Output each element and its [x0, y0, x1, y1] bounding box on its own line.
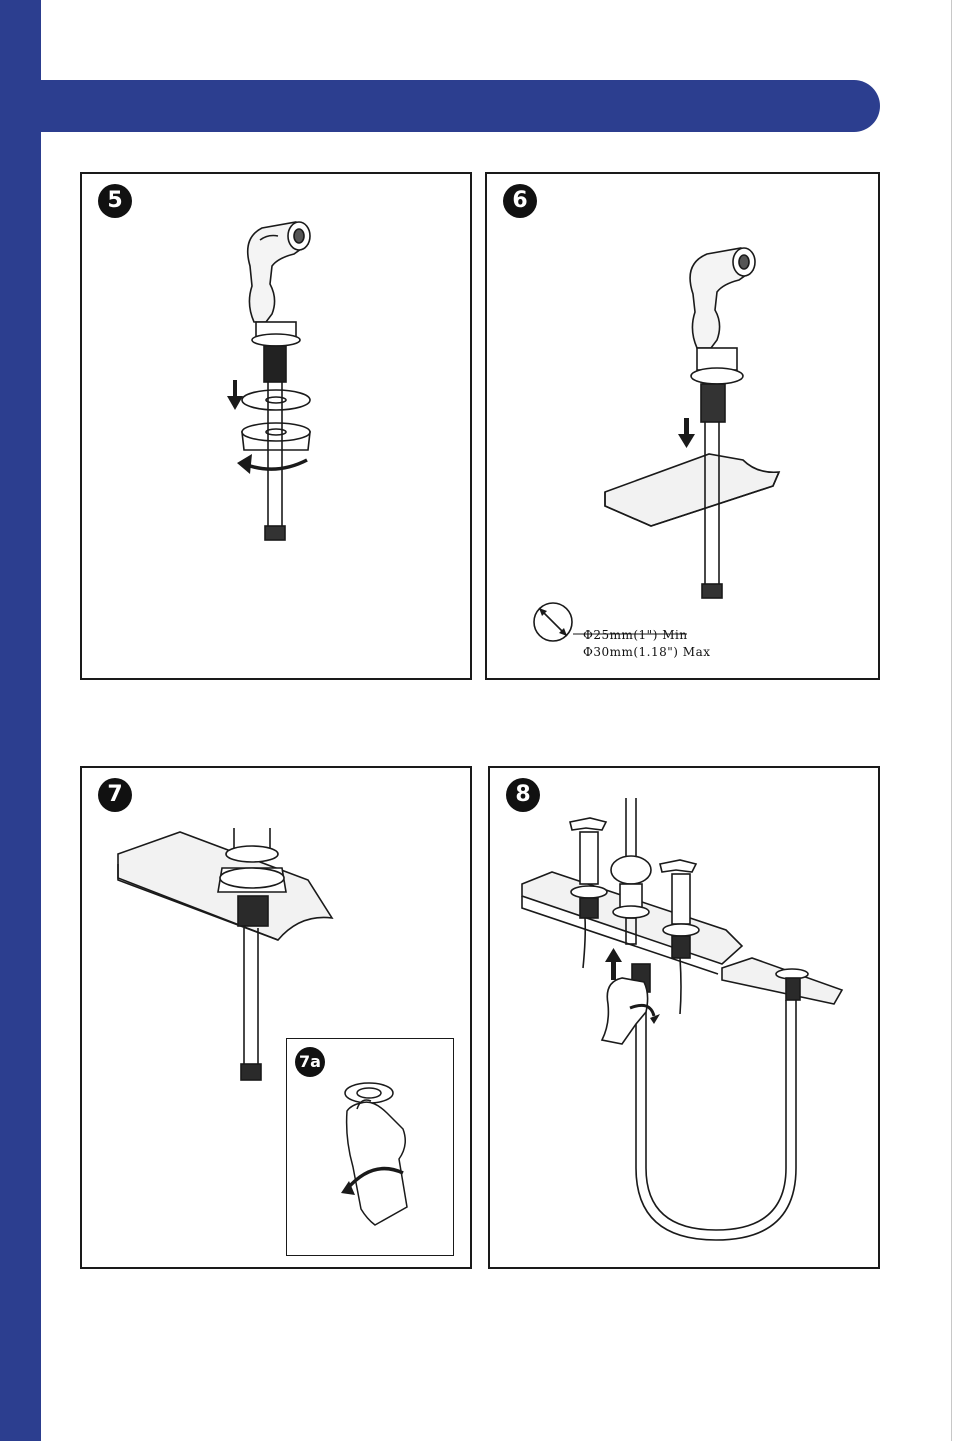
- arrow-up-icon: [605, 948, 622, 980]
- step-8-panel: 8: [488, 766, 880, 1269]
- arrow-down-icon: [678, 418, 695, 448]
- hole-max-label: Φ30mm(1.18") Max: [583, 645, 711, 659]
- hand-tightening-illustration: [287, 1039, 455, 1257]
- left-color-stripe: [0, 0, 41, 1441]
- step-7a-inset: 7a: [286, 1038, 454, 1256]
- sprayer-assembly-illustration: [82, 174, 474, 682]
- hole-min-label: Φ25mm(1") Min: [583, 628, 688, 642]
- sprayer-through-counter-illustration: [487, 174, 882, 682]
- rotate-arrow-icon: [237, 454, 252, 474]
- step-7-panel: 7 7a: [80, 766, 472, 1269]
- section-header-bar: [41, 80, 880, 132]
- hose-connection-illustration: [490, 768, 882, 1271]
- step-5-panel: 5: [80, 172, 472, 680]
- arrow-down-icon: [227, 380, 243, 410]
- page-edge-rule: [951, 0, 952, 1441]
- step-6-panel: 6 Φ25mm(: [485, 172, 880, 680]
